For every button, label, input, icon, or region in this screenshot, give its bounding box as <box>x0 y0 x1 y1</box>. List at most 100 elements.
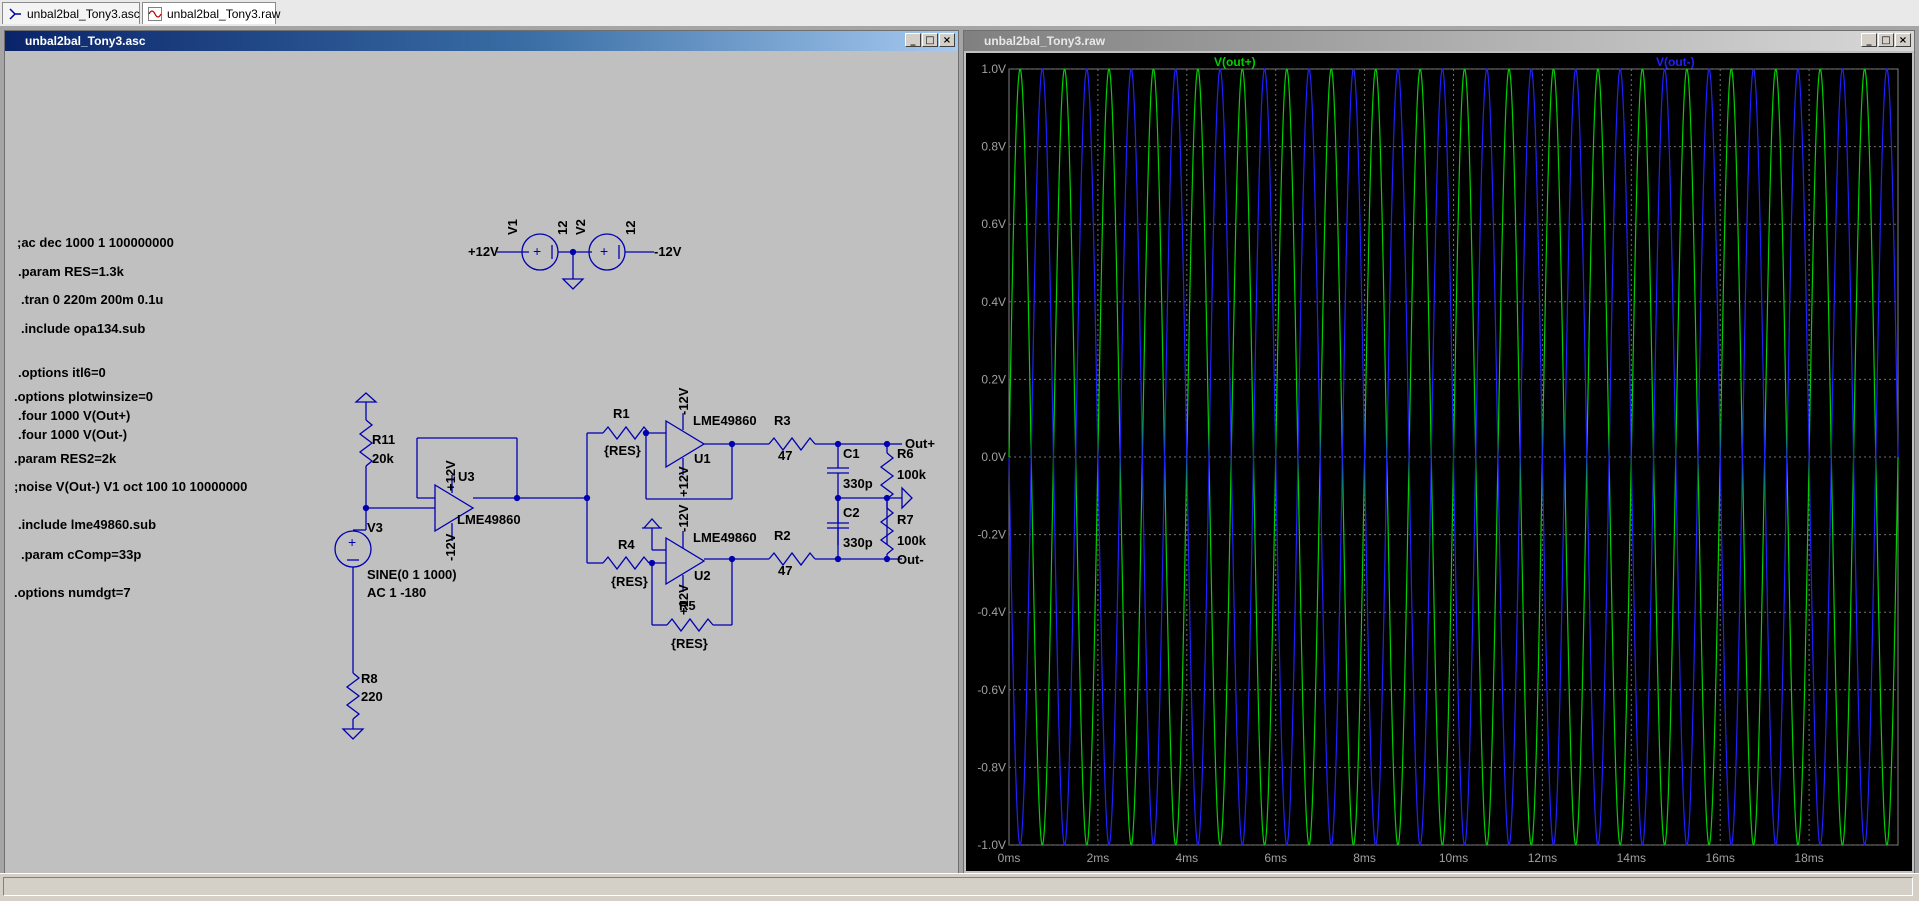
directive-four-outminus[interactable]: .four 1000 V(Out-) <box>18 427 127 442</box>
directive-include-lme49860[interactable]: .include lme49860.sub <box>18 517 156 532</box>
y-tick-label: -0.6V <box>977 683 1006 697</box>
label-u3-pos12: +12V <box>443 460 458 491</box>
label-r1: R1 <box>613 406 630 421</box>
y-tick-label: -0.2V <box>977 528 1006 542</box>
directive-four-outplus[interactable]: .four 1000 V(Out+) <box>18 408 130 423</box>
label-r4: R4 <box>618 537 635 552</box>
label-c1: C1 <box>843 446 860 461</box>
label-u3: U3 <box>458 469 475 484</box>
label-v2: V2 <box>573 219 588 235</box>
label-r7: R7 <box>897 512 914 527</box>
minimize-button[interactable]: _ <box>1861 33 1877 47</box>
mdi-workspace: unbal2bal_Tony3.asc _ □ × ;ac dec 1000 1… <box>0 26 1919 874</box>
x-tick-label: 16ms <box>1706 851 1735 865</box>
minimize-button[interactable]: _ <box>905 33 921 47</box>
label-r8-value: 220 <box>361 689 383 704</box>
lower-path-wires <box>586 498 902 633</box>
directive-noise[interactable]: ;noise V(Out-) V1 oct 100 10 10000000 <box>14 479 247 494</box>
upper-path-wires <box>586 413 913 545</box>
schematic-window: unbal2bal_Tony3.asc _ □ × ;ac dec 1000 1… <box>4 30 959 874</box>
close-button[interactable]: × <box>939 33 955 47</box>
y-tick-label: 0.0V <box>981 450 1006 464</box>
svg-text:+: + <box>533 243 541 259</box>
label-u2-model: LME49860 <box>693 530 757 545</box>
maximize-button[interactable]: □ <box>922 33 938 47</box>
label-out-minus: Out- <box>897 552 924 567</box>
x-tick-label: 6ms <box>1264 851 1287 865</box>
svg-text:+: + <box>348 534 356 550</box>
waveform-window-titlebar[interactable]: unbal2bal_Tony3.raw _ □ × <box>964 31 1914 51</box>
label-r1-value: {RES} <box>604 443 641 458</box>
label-r3-value: 47 <box>778 448 792 463</box>
label-r4-value: {RES} <box>611 574 648 589</box>
directive-tran[interactable]: .tran 0 220m 200m 0.1u <box>21 292 163 307</box>
label-r5: R5 <box>679 598 696 613</box>
x-tick-label: 4ms <box>1175 851 1198 865</box>
close-button[interactable]: × <box>1895 33 1911 47</box>
tab-waveform[interactable]: unbal2bal_Tony3.raw <box>142 2 280 24</box>
label-v3: V3 <box>367 520 383 535</box>
x-tick-label: 18ms <box>1794 851 1823 865</box>
label-r7-value: 100k <box>897 533 927 548</box>
y-tick-label: -1.0V <box>977 838 1006 852</box>
input-stage-wires: + <box>334 392 591 740</box>
schematic-window-title: unbal2bal_Tony3.asc <box>25 34 146 48</box>
label-u3-model: LME49860 <box>457 512 521 527</box>
directive-param-ccomp[interactable]: .param cComp=33p <box>21 547 141 562</box>
directive-options-numdgt[interactable]: .options numdgt=7 <box>14 585 131 600</box>
label-u1-neg12: -12V <box>676 387 691 415</box>
x-tick-label: 8ms <box>1353 851 1376 865</box>
schematic-icon <box>9 8 21 20</box>
y-tick-label: -0.8V <box>977 760 1006 774</box>
tab-label: unbal2bal_Tony3.raw <box>167 7 281 21</box>
label-u3-neg12: -12V <box>443 533 458 561</box>
x-tick-label: 14ms <box>1617 851 1646 865</box>
plot-background <box>966 53 1912 871</box>
label-v3-sine: SINE(0 1 1000) <box>367 567 457 582</box>
waveform-window-title: unbal2bal_Tony3.raw <box>984 34 1106 48</box>
label-u2-neg12: -12V <box>676 504 691 532</box>
waveform-plot[interactable]: 1.0V0.8V0.6V0.4V0.2V0.0V-0.2V-0.4V-0.6V-… <box>966 53 1912 871</box>
directive-include-opa134[interactable]: .include opa134.sub <box>21 321 145 336</box>
label-r2: R2 <box>774 528 791 543</box>
schematic-window-titlebar[interactable]: unbal2bal_Tony3.asc _ □ × <box>5 31 958 51</box>
y-tick-label: 0.2V <box>981 372 1006 386</box>
directive-param-res2[interactable]: .param RES2=2k <box>14 451 117 466</box>
label-c2-value: 330p <box>843 535 873 550</box>
legend-vout-plus[interactable]: V(out+) <box>1214 55 1256 69</box>
label-v3-ac: AC 1 -180 <box>367 585 426 600</box>
schematic-background <box>7 53 956 871</box>
directive-ac[interactable]: ;ac dec 1000 1 100000000 <box>17 235 174 250</box>
directive-param-res[interactable]: .param RES=1.3k <box>18 264 125 279</box>
trace-vout-minus[interactable] <box>1008 68 1899 846</box>
tab-schematic[interactable]: unbal2bal_Tony3.asc <box>2 2 140 24</box>
legend-vout-minus[interactable]: V(out-) <box>1656 55 1695 69</box>
schematic-canvas[interactable]: ;ac dec 1000 1 100000000 .param RES=1.3k… <box>7 53 956 871</box>
svg-text:+: + <box>600 243 608 259</box>
x-tick-label: 2ms <box>1087 851 1110 865</box>
label-u1-model: LME49860 <box>693 413 757 428</box>
supply-sources[interactable]: + + <box>497 233 654 290</box>
directive-options-plotwinsize[interactable]: .options plotwinsize=0 <box>14 389 153 404</box>
label-out-plus: Out+ <box>905 436 935 451</box>
label-r8: R8 <box>361 671 378 686</box>
label-r3: R3 <box>774 413 791 428</box>
label-c1-value: 330p <box>843 476 873 491</box>
document-tab-bar: unbal2bal_Tony3.asc unbal2bal_Tony3.raw <box>0 0 1919 27</box>
directive-options-itl6[interactable]: .options itl6=0 <box>18 365 106 380</box>
label-r5-value: {RES} <box>671 636 708 651</box>
y-tick-label: -0.4V <box>977 605 1006 619</box>
status-bar-panel <box>3 877 1913 896</box>
spice-directives: ;ac dec 1000 1 100000000 .param RES=1.3k… <box>14 235 247 600</box>
x-tick-label: 0ms <box>998 851 1021 865</box>
tab-label: unbal2bal_Tony3.asc <box>27 7 140 21</box>
maximize-button[interactable]: □ <box>1878 33 1894 47</box>
x-tick-label: 12ms <box>1528 851 1557 865</box>
y-axis-ticks: 1.0V0.8V0.6V0.4V0.2V0.0V-0.2V-0.4V-0.6V-… <box>977 62 1006 852</box>
label-v1: V1 <box>505 219 520 235</box>
y-tick-label: 0.8V <box>981 140 1006 154</box>
label-v2-value: 12 <box>623 221 638 235</box>
label-r11-value: 20k <box>372 451 394 466</box>
